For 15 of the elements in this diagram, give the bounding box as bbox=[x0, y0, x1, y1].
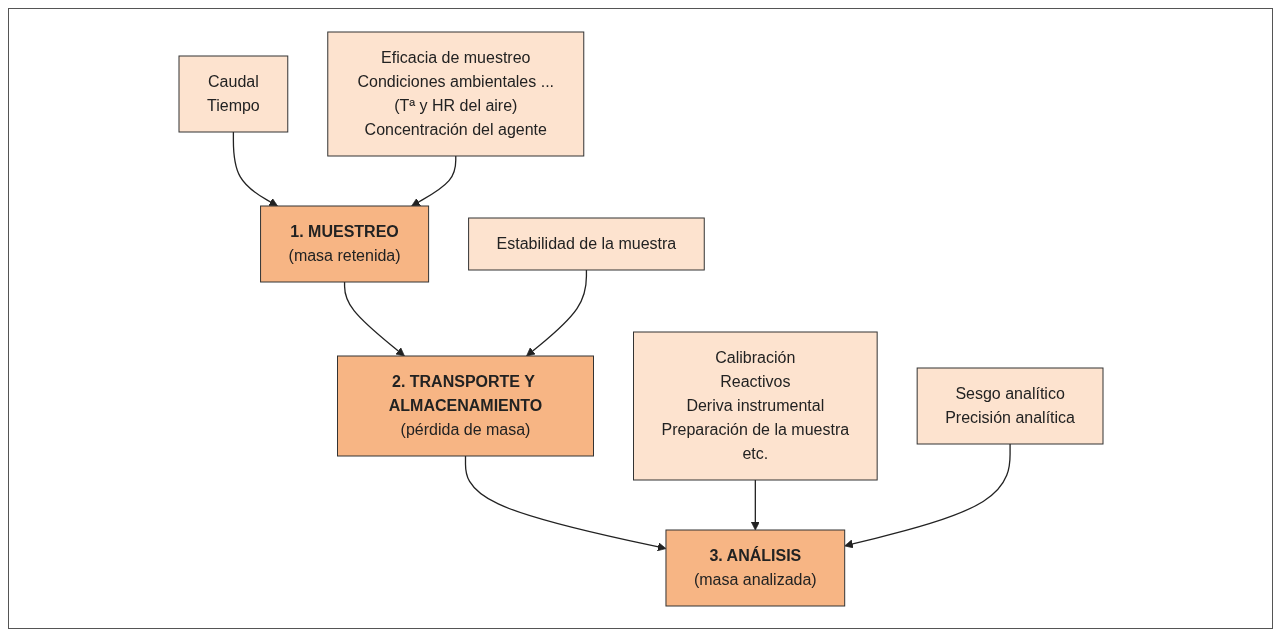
arrow bbox=[464, 454, 666, 551]
node-box: 2. TRANSPORTE Y ALMACENAMIENTO (pérdida de masa) bbox=[336, 355, 594, 456]
node-box: Calibración Reactivos Deriva instrumental Preparación de la muestra etc. bbox=[632, 331, 878, 480]
node-box: 3. ANÁLISIS (masa analizada) bbox=[664, 529, 845, 606]
arrow bbox=[750, 478, 760, 530]
node-box: 1. MUESTREO (masa retenida) bbox=[259, 205, 429, 282]
arrow bbox=[232, 130, 278, 206]
node-box: Eficacia de muestreo Condiciones ambientales ...(Tª y HR del aire) Concentración del agente bbox=[326, 31, 584, 156]
arrow bbox=[525, 268, 587, 356]
arrow bbox=[843, 442, 1011, 548]
node-box: Estabilidad de la muestra bbox=[467, 217, 705, 270]
node-box: Sesgo analítico Precisión analítica bbox=[916, 367, 1103, 444]
arrow bbox=[343, 280, 405, 356]
node-box: Caudal Tiempo bbox=[178, 55, 288, 132]
arrow bbox=[410, 154, 456, 206]
